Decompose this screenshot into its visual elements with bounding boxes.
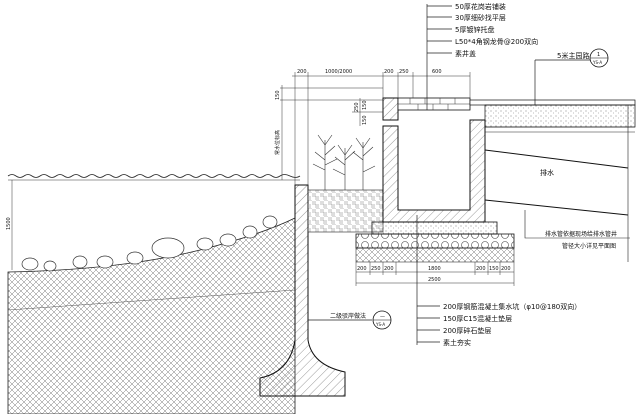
dim-vert-1: 250 bbox=[354, 102, 360, 112]
pipe-note-0: 排水管依据现场给排水管井 bbox=[545, 230, 617, 238]
top-label-1: 30厚细砂找平层 bbox=[455, 13, 506, 22]
dim-total: 2500 bbox=[428, 277, 441, 283]
dim-top-2: 200 bbox=[384, 69, 394, 75]
dim-bottom-1: 250 bbox=[371, 266, 381, 272]
bottom-label-3: 素土夯实 bbox=[443, 338, 471, 347]
callout-top: 1 YS-A bbox=[589, 48, 609, 68]
dim-top-1: 1000/2000 bbox=[325, 69, 352, 75]
pebbles bbox=[21, 215, 278, 272]
svg-text:YS-A: YS-A bbox=[592, 60, 602, 65]
lake-bed bbox=[7, 217, 296, 414]
road-base bbox=[484, 104, 636, 128]
dim-bottom-4: 200 bbox=[476, 266, 486, 272]
top-dimensions bbox=[292, 72, 471, 185]
depth-dimension: 1500 bbox=[6, 217, 12, 230]
planting-soil bbox=[307, 189, 384, 233]
plants bbox=[312, 134, 376, 190]
dim-bottom-3: 1800 bbox=[428, 266, 441, 272]
road-paving bbox=[469, 99, 636, 106]
top-label-2: 5厚镀锌托盘 bbox=[455, 25, 494, 34]
top-leaders bbox=[426, 4, 590, 110]
compacted-soil bbox=[355, 247, 515, 263]
svg-text:1: 1 bbox=[597, 52, 600, 58]
dim-bottom-2: 200 bbox=[384, 266, 394, 272]
bottom-leaders bbox=[308, 215, 440, 345]
concrete-bed bbox=[371, 221, 498, 235]
dim-bottom-5: 150 bbox=[489, 266, 499, 272]
bottom-label-1: 150厚C15混凝土垫层 bbox=[443, 314, 512, 323]
drain-label: 排水 bbox=[540, 168, 554, 177]
svg-text:YS-A: YS-A bbox=[375, 322, 385, 327]
gravel-bed bbox=[355, 233, 515, 249]
revetment-label: 二级驳岸做法 bbox=[330, 312, 366, 320]
drain-pipe bbox=[484, 149, 629, 216]
top-label-0: 50厚花岗岩铺装 bbox=[455, 2, 506, 11]
top-label-3: L50*4角钢龙骨@200双向 bbox=[455, 37, 538, 46]
callout-bottom: — YS-A bbox=[372, 310, 392, 330]
bottom-label-0: 200厚钢筋混凝土集水坑（φ10@180双向） bbox=[443, 302, 581, 311]
dim-vert-0: 150 bbox=[275, 90, 281, 100]
dim-bottom-6: 200 bbox=[501, 266, 511, 272]
vertical-dimensions bbox=[11, 85, 383, 270]
dim-vert-3: 150 bbox=[362, 115, 368, 125]
dim-bottom-0: 200 bbox=[357, 266, 367, 272]
svg-text:—: — bbox=[380, 314, 385, 320]
water-surface bbox=[7, 174, 301, 181]
dim-top-0: 200 bbox=[297, 69, 307, 75]
road-label: 5米主园路 bbox=[557, 51, 589, 60]
bottom-label-2: 200厚碎石垫层 bbox=[443, 326, 491, 335]
top-label-4: 素井盖 bbox=[455, 49, 476, 58]
retaining-wall bbox=[259, 184, 346, 397]
dim-top-4: 600 bbox=[432, 69, 442, 75]
pipe-note-1: 管径大小详见平面图 bbox=[562, 242, 616, 250]
bottom-dimensions bbox=[355, 262, 515, 286]
dim-top-3: 250 bbox=[399, 69, 409, 75]
water-level-label: 常水位标高 bbox=[274, 130, 281, 155]
dim-vert-2: 150 bbox=[362, 100, 368, 110]
sump-wall bbox=[382, 97, 486, 223]
